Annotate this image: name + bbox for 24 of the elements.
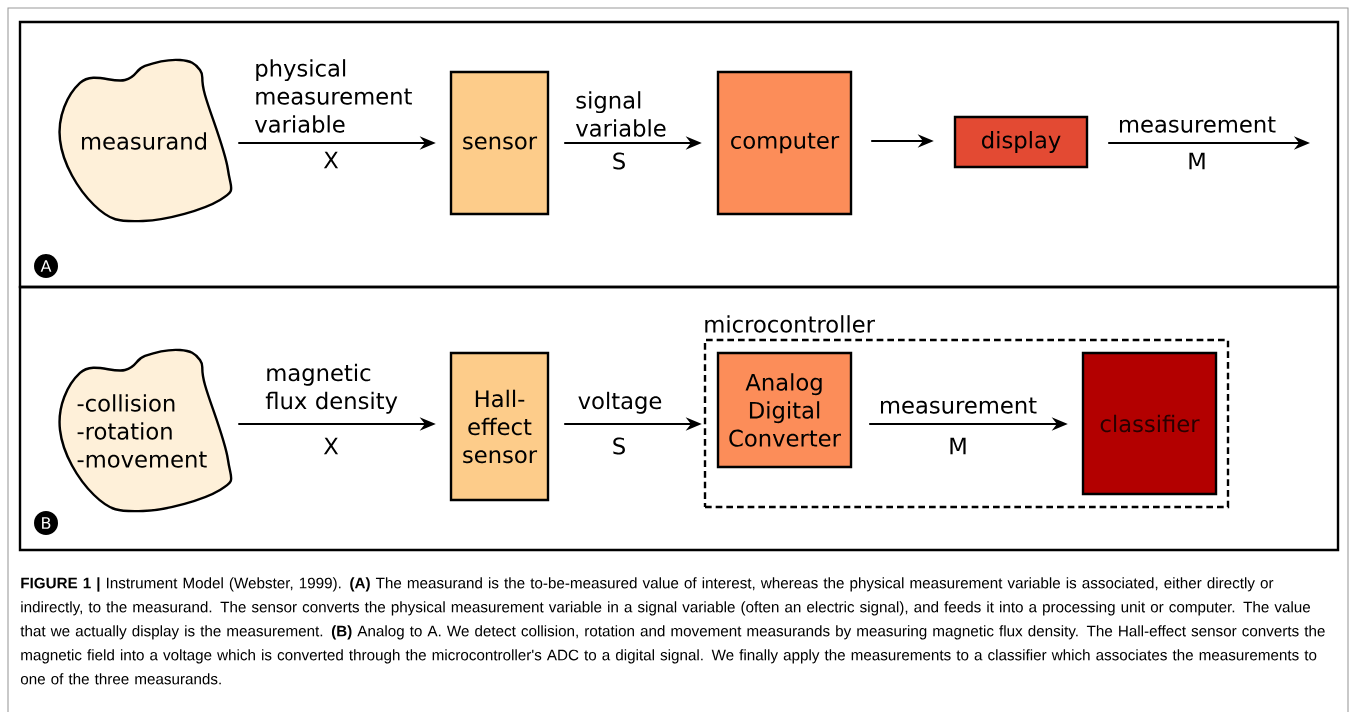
- edge-label: signal variable: [575, 91, 666, 137]
- panel-badge: B: [34, 511, 58, 535]
- variable-symbol: X: [323, 151, 339, 169]
- process-box: computer: [716, 70, 853, 216]
- edge-label: measurement: [881, 397, 1037, 414]
- variable-symbol: S: [613, 437, 625, 455]
- process-box: sensor: [449, 70, 550, 216]
- process-box: display: [953, 115, 1089, 169]
- variable-symbol: S: [613, 152, 625, 170]
- variable-symbol: M: [1189, 152, 1205, 170]
- panel: [18, 285, 1340, 552]
- panel: [18, 20, 1340, 289]
- edge-label: physical measurement variable: [254, 59, 412, 133]
- process-box: Analog Digital Converter: [716, 351, 853, 469]
- variable-symbol: X: [323, 437, 339, 455]
- process-box: classifier: [1081, 351, 1218, 496]
- process-box: Hall-effect sensor: [449, 351, 550, 502]
- edge-label: magnetic flux density: [265, 363, 398, 414]
- edge-label: measurement: [1120, 116, 1276, 133]
- node-label: microcontroller: [705, 315, 875, 333]
- panel-badge: A: [34, 254, 58, 278]
- variable-symbol: M: [950, 437, 966, 455]
- figure-caption: FIGURE 1 | Instrument Model (Webster, 1999). (A) The measurand is the to-be-measured value of interest, whereas the physical measurement variable is associated, either directly or indirectly, to the measurand. The sensor converts the physical measurement variable in a signal variable (often an electric signal), and feeds it into a processing unit or computer. The value that we actually display is the measurement. (B) Analog to A. We detect collision, rotation and movement measurands by measuring magnetic flux density. The Hall-effect sensor converts the magnetic field into a voltage which is converted through the microcontroller's ADC to a digital signal. We finally apply the measurements to a classifier which associates the measurements to one of the three measurands.: [20, 577, 1325, 685]
- edge-label: voltage: [578, 391, 662, 414]
